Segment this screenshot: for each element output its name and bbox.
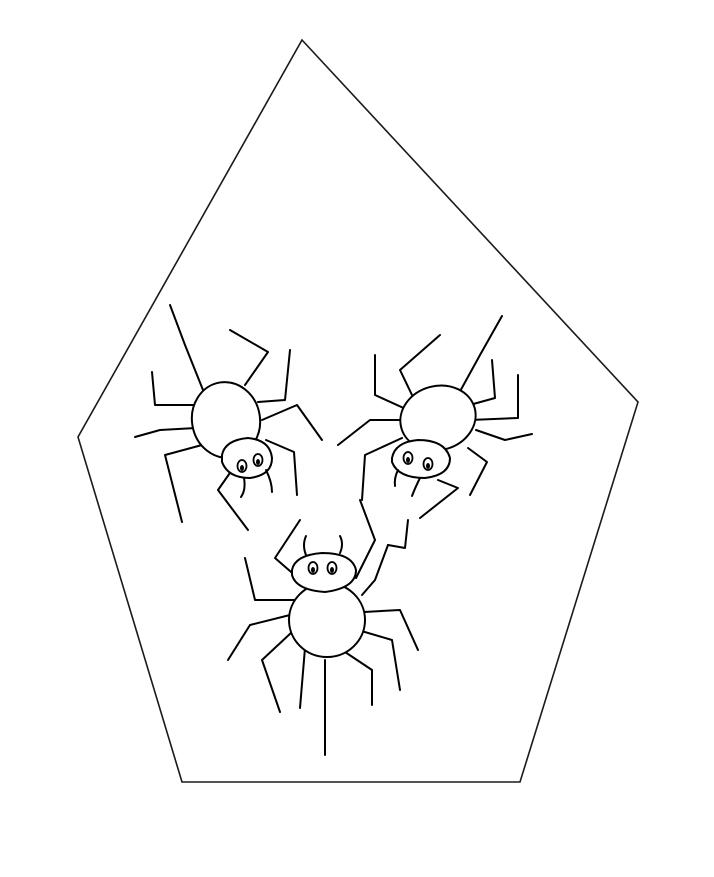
spider-upper-left-legs <box>134 304 323 531</box>
spider-upper-left-head <box>221 437 273 479</box>
spider-upper-right-head <box>391 439 451 479</box>
spider-upper-right-fangs <box>393 469 421 497</box>
spider-bottom-center <box>227 499 419 756</box>
spider-upper-right-legs <box>337 315 533 519</box>
spider-bottom-center-legs <box>227 499 419 756</box>
spider-bottom-center-fangs <box>303 535 343 556</box>
pentagon-frame <box>77 38 639 783</box>
spider-upper-left-fangs <box>240 469 273 498</box>
spider-bottom-center-eyes <box>307 561 338 575</box>
spider-bottom-center-abdomen <box>288 582 366 658</box>
spider-upper-left <box>134 304 323 531</box>
spider-upper-left-eyes <box>236 453 264 473</box>
spider-upper-right <box>337 315 533 519</box>
spider-bottom-center-head <box>291 552 357 593</box>
spider-upper-right-eyes <box>402 451 434 471</box>
